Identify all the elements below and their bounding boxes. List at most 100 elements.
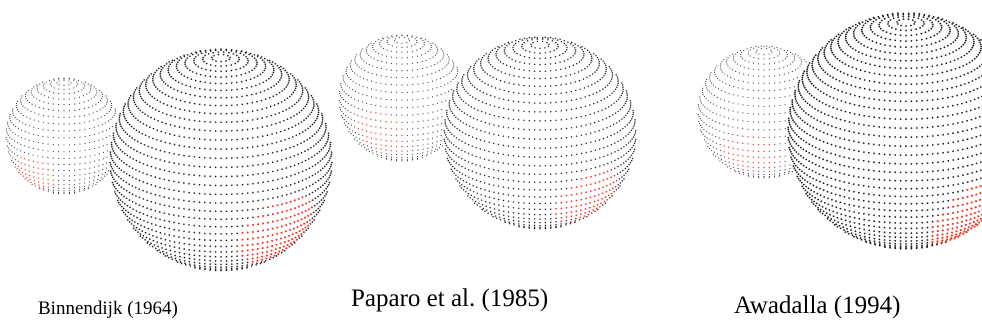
surface-dot — [68, 157, 70, 159]
surface-dot — [450, 142, 453, 144]
surface-dot — [323, 165, 326, 168]
surface-dot — [279, 130, 282, 133]
surface-dot — [95, 183, 97, 185]
surface-dot — [361, 68, 363, 70]
surface-dot — [343, 122, 345, 124]
surface-dot — [417, 121, 419, 123]
surface-dot — [905, 171, 907, 174]
surface-dot — [555, 223, 557, 226]
surface-dot — [626, 165, 629, 168]
surface-dot — [272, 65, 274, 68]
surface-dot — [246, 156, 249, 158]
surface-dot — [20, 101, 22, 103]
spot-dot — [565, 216, 568, 218]
surface-dot — [132, 227, 135, 230]
spot-dot — [52, 174, 54, 177]
surface-dot — [126, 219, 129, 221]
surface-dot — [113, 140, 116, 143]
surface-dot — [271, 161, 274, 164]
surface-dot — [209, 69, 212, 72]
surface-dot — [822, 210, 825, 213]
surface-dot — [271, 142, 273, 145]
surface-dot — [462, 100, 465, 103]
surface-dot — [138, 170, 141, 173]
surface-dot — [386, 36, 388, 38]
surface-dot — [114, 180, 117, 183]
surface-dot — [32, 154, 34, 156]
surface-dot — [966, 147, 969, 150]
surface-dot — [381, 54, 383, 56]
surface-dot — [539, 63, 541, 66]
surface-dot — [512, 154, 515, 157]
surface-dot — [168, 61, 171, 63]
surface-dot — [544, 129, 547, 131]
surface-dot — [619, 129, 622, 132]
surface-dot — [111, 105, 113, 107]
surface-dot — [814, 163, 817, 166]
surface-dot — [560, 101, 563, 103]
surface-dot — [285, 185, 288, 187]
surface-dot — [68, 104, 70, 106]
surface-dot — [98, 139, 100, 141]
surface-dot — [146, 199, 149, 202]
surface-dot — [793, 167, 796, 170]
surface-dot — [209, 263, 212, 265]
surface-dot — [469, 115, 472, 118]
surface-dot — [480, 187, 482, 190]
surface-dot — [507, 187, 510, 189]
surface-dot — [271, 170, 274, 173]
surface-dot — [957, 175, 960, 177]
surface-dot — [575, 153, 578, 156]
spot-dot — [585, 184, 588, 187]
spot-dot — [597, 199, 600, 202]
surface-dot — [31, 103, 33, 105]
surface-dot — [295, 83, 298, 86]
surface-dot — [457, 94, 460, 97]
surface-dot — [808, 160, 811, 163]
surface-dot — [253, 76, 256, 79]
surface-dot — [244, 52, 247, 54]
surface-dot — [77, 91, 80, 93]
surface-dot — [168, 220, 171, 223]
surface-dot — [412, 106, 414, 108]
surface-dot — [476, 88, 478, 90]
surface-dot — [311, 174, 314, 177]
surface-dot — [815, 202, 818, 205]
surface-dot — [799, 117, 802, 120]
surface-dot — [432, 131, 434, 133]
surface-dot — [358, 66, 360, 68]
surface-dot — [188, 257, 191, 260]
spot-dot — [950, 234, 953, 237]
surface-dot — [555, 225, 557, 228]
surface-dot — [625, 152, 628, 155]
surface-dot — [63, 187, 65, 189]
surface-dot — [175, 63, 178, 66]
surface-dot — [385, 76, 387, 78]
surface-dot — [143, 226, 146, 228]
surface-dot — [79, 183, 81, 185]
surface-dot — [544, 224, 547, 227]
surface-dot — [832, 221, 834, 224]
surface-dot — [345, 68, 347, 70]
surface-dot — [286, 71, 288, 74]
surface-dot — [888, 202, 891, 205]
surface-dot — [198, 165, 201, 168]
surface-dot — [628, 168, 630, 170]
surface-dot — [800, 108, 803, 110]
surface-dot — [343, 99, 345, 101]
surface-dot — [421, 68, 424, 70]
surface-dot — [198, 183, 201, 186]
surface-dot — [293, 89, 296, 92]
surface-dot — [89, 148, 91, 150]
surface-dot — [931, 244, 934, 247]
surface-dot — [959, 84, 962, 87]
spot-dot — [977, 210, 980, 213]
surface-dot — [193, 244, 196, 246]
surface-dot — [140, 83, 143, 85]
surface-dot — [539, 120, 541, 122]
surface-dot — [789, 150, 792, 153]
spot-dot — [947, 206, 950, 209]
surface-dot — [878, 235, 881, 237]
surface-dot — [549, 138, 552, 140]
surface-dot — [13, 114, 15, 116]
